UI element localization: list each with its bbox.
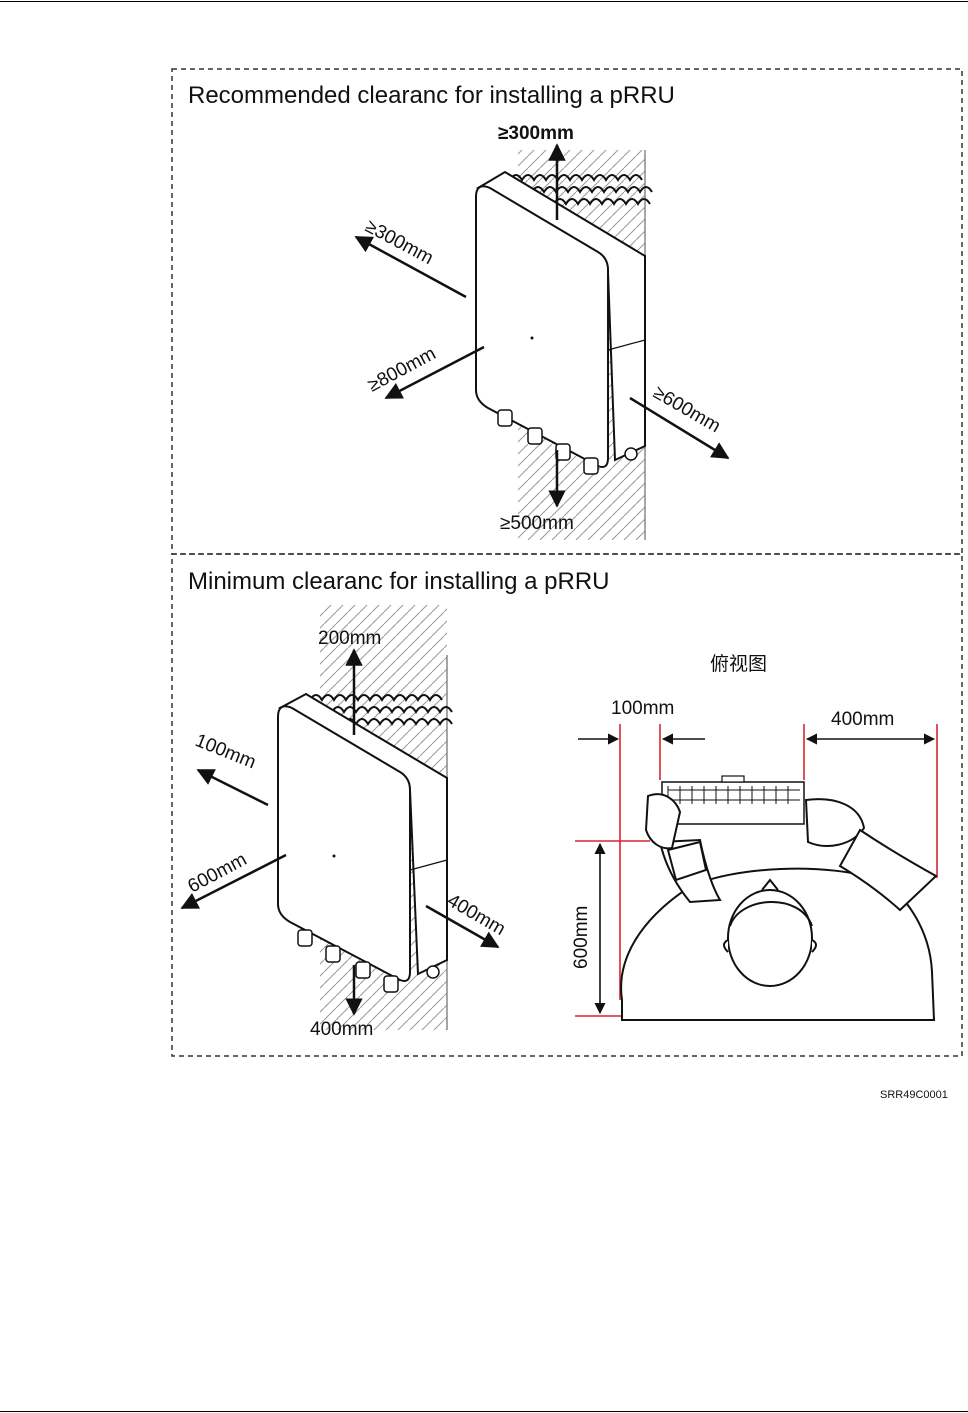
min-right-label: 400mm xyxy=(444,890,509,940)
left-gap-label: 100mm xyxy=(611,698,674,719)
min-bottom-label: 400mm xyxy=(310,1019,373,1040)
minimum-title: Minimum clearanc for installing a pRRU xyxy=(188,568,609,595)
right-gap-label: 400mm xyxy=(831,709,894,730)
top-view-label: 俯视图 xyxy=(710,653,767,675)
minimum-unit-illustration xyxy=(182,605,498,1030)
min-back-left-label: 100mm xyxy=(192,730,259,773)
head xyxy=(728,890,812,986)
rec-right-label: ≥600mm xyxy=(650,382,724,437)
min-top-label: 200mm xyxy=(318,628,381,649)
recommended-unit-illustration xyxy=(356,145,728,540)
top-view-illustration xyxy=(575,724,937,1020)
rec-top-label: ≥300mm xyxy=(498,123,574,144)
depth-label: 600mm xyxy=(571,906,592,969)
figure-code: SRR49C0001 xyxy=(880,1089,948,1101)
min-back-left-arrow xyxy=(198,770,268,805)
recommended-title: Recommended clearanc for installing a pR… xyxy=(188,82,675,109)
rec-bottom-label: ≥500mm xyxy=(500,513,574,534)
